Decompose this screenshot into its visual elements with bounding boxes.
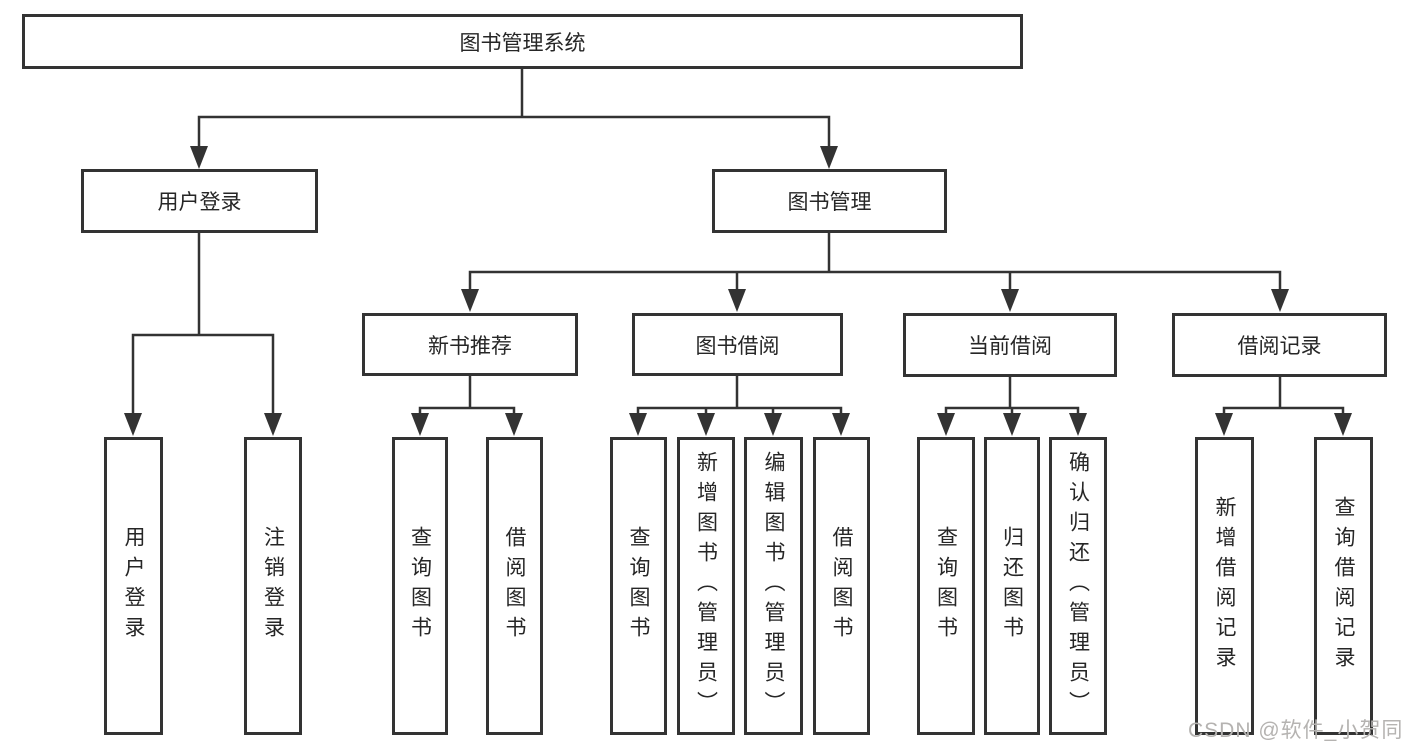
node-new-book-recommendation: 新书推荐 <box>362 313 578 376</box>
watermark-text: CSDN @软件_小贺同学 <box>1188 719 1404 742</box>
node-current-borrowing: 当前借阅 <box>903 313 1117 377</box>
leaf-query-books-borrow: 查询图书 <box>610 437 667 735</box>
leaf-query-books-current: 查询图书 <box>917 437 975 735</box>
leaf-return-book: 归还图书 <box>984 437 1040 735</box>
leaf-query-borrow-record: 查询借阅记录 <box>1314 437 1373 735</box>
leaf-logout: 注销登录 <box>244 437 302 735</box>
node-library-management-system: 图书管理系统 <box>22 14 1023 69</box>
leaf-add-borrow-record: 新增借阅记录 <box>1195 437 1254 735</box>
leaf-borrow-books-recommend: 借阅图书 <box>486 437 543 735</box>
node-borrowing-records: 借阅记录 <box>1172 313 1387 377</box>
leaf-confirm-return-admin: 确认归还（管理员） <box>1049 437 1107 735</box>
leaf-user-login: 用户登录 <box>104 437 163 735</box>
node-user-login: 用户登录 <box>81 169 318 233</box>
node-book-management: 图书管理 <box>712 169 947 233</box>
leaf-query-books-recommend: 查询图书 <box>392 437 448 735</box>
arrowheads <box>124 146 1352 436</box>
node-book-borrowing: 图书借阅 <box>632 313 843 376</box>
leaf-add-book-admin: 新增图书（管理员） <box>677 437 735 735</box>
leaf-edit-book-admin: 编辑图书（管理员） <box>744 437 803 735</box>
leaf-borrow-books: 借阅图书 <box>813 437 870 735</box>
